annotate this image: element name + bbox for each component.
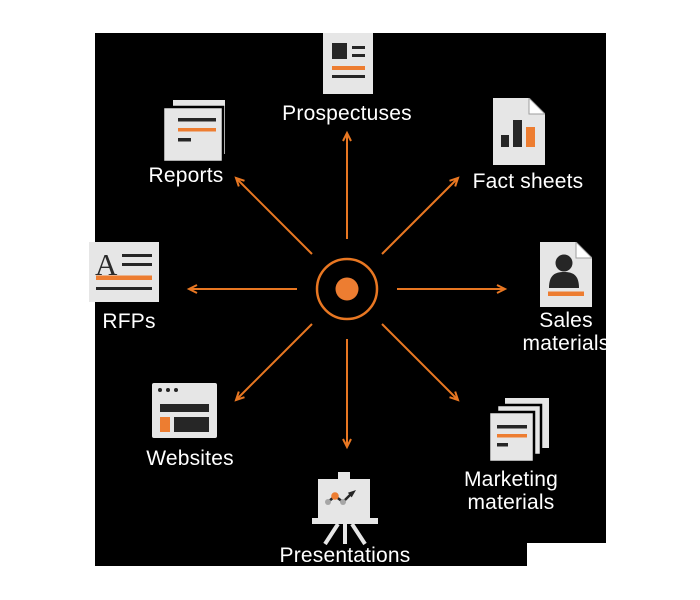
prospectus-document-icon: [323, 33, 373, 94]
report-documents-icon: [163, 100, 225, 162]
node-label-rfps: RFPs: [102, 310, 156, 333]
marketing-document-stack-icon: [489, 398, 549, 462]
hub-ring: [315, 257, 379, 321]
rfp-letter-glyph: A: [95, 247, 118, 282]
spoke-arrow-up-right: [381, 176, 460, 255]
sales-contact-document-icon: [540, 242, 592, 307]
node-label-websites: Websites: [146, 447, 234, 470]
fact-sheet-bar-chart-icon: [493, 98, 545, 165]
spoke-arrow-down-right: [381, 323, 460, 402]
node-label-presentations: Presentations: [279, 544, 411, 567]
rfp-letter-document-icon: A: [89, 242, 159, 302]
presentation-easel-icon: [312, 472, 378, 546]
spoke-arrow-up-left: [234, 176, 313, 255]
node-label-reports: Reports: [148, 164, 224, 187]
website-browser-icon: [152, 383, 217, 438]
node-label-fact-sheets: Fact sheets: [472, 170, 584, 193]
spoke-arrow-down-left: [234, 323, 313, 402]
hub-dot: [335, 277, 359, 301]
node-label-marketing-materials: Marketing materials: [463, 468, 559, 514]
node-label-prospectuses: Prospectuses: [282, 102, 412, 125]
node-label-sales-materials: Sales materials: [522, 309, 610, 355]
